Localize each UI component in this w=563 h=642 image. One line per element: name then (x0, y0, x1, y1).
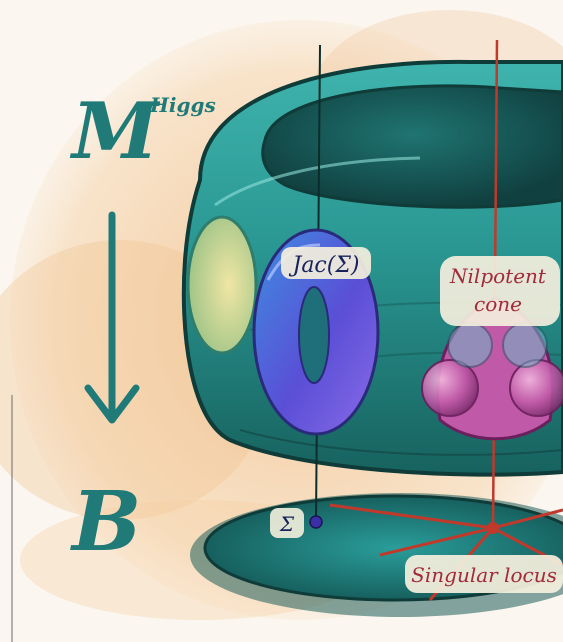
sigma-label: Σ (279, 512, 295, 536)
nilpotent-label-line1: Nilpotent (449, 264, 547, 288)
base-label: B (70, 474, 141, 570)
total-space-superscript: Higgs (149, 93, 216, 117)
total-space-label: M (69, 86, 161, 177)
singular-label-box: Singular locus (405, 555, 563, 593)
singular-point (487, 522, 499, 534)
jacobian-label-box: Jac(Σ) (281, 247, 371, 279)
singular-label: Singular locus (411, 563, 557, 587)
nilpotent-label-line2: cone (474, 292, 522, 316)
nilpotent-label-box: Nilpotent cone (440, 256, 560, 326)
side-hole (188, 217, 256, 353)
jacobian-label: Jac(Σ) (289, 253, 360, 278)
